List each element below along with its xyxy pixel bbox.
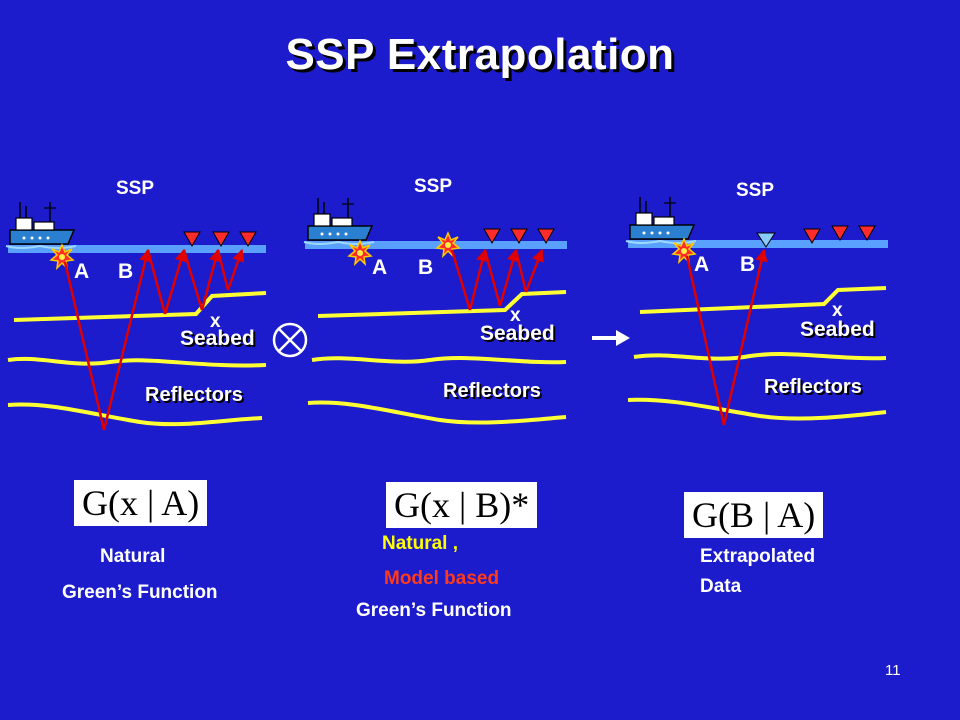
point-a-label: A	[372, 256, 388, 279]
receiver-triangle-icon	[537, 228, 555, 244]
ray	[200, 248, 222, 311]
panel-2-graphics	[303, 197, 567, 425]
seabed-label: Seabed	[800, 318, 875, 341]
reflectors-label: Reflectors	[443, 380, 541, 402]
ray	[722, 248, 768, 426]
reflectors-label: Reflectors	[764, 376, 862, 398]
ssp-label: SSP	[116, 178, 155, 199]
reflector-line	[311, 356, 567, 365]
ship-icon	[5, 201, 77, 249]
panel-1-graphics	[5, 201, 267, 431]
caption-line: Model based	[384, 568, 500, 589]
reflector-line	[7, 402, 263, 427]
receiver-triangle-icon	[483, 228, 501, 244]
ray	[216, 249, 230, 291]
ray	[498, 248, 519, 307]
ray	[163, 248, 187, 315]
seabed-line	[317, 290, 567, 318]
ray	[483, 249, 502, 307]
seabed-line	[639, 286, 887, 314]
ray	[524, 248, 544, 293]
reflector-line	[627, 397, 887, 421]
caption-line: Data	[700, 576, 742, 597]
ray	[182, 249, 204, 311]
page-title: SSP Extrapolation	[285, 30, 675, 79]
sea-surface	[628, 240, 888, 248]
caption-line: Natural	[100, 546, 166, 567]
seabed-label: Seabed	[480, 322, 555, 345]
point-x-label: x	[210, 311, 221, 332]
sea-surface	[305, 241, 567, 249]
point-x-label: x	[832, 300, 843, 321]
receiver-triangle-icon	[212, 231, 230, 247]
caption-line: Green’s Function	[356, 600, 512, 621]
reflector-line	[633, 352, 887, 361]
ray	[226, 248, 245, 291]
ray	[468, 248, 489, 311]
caption-line: Extrapolated	[700, 546, 816, 567]
reflectors-label: Reflectors	[145, 384, 243, 406]
receiver-triangle-icon	[858, 225, 876, 241]
point-b-label: B	[418, 256, 434, 279]
right-arrow-icon	[592, 330, 630, 346]
seabed-line	[13, 291, 267, 322]
extrapolated-formula: G(B | A)	[684, 492, 824, 538]
ray	[146, 249, 167, 315]
ssp-label: SSP	[736, 180, 775, 201]
point-a-label: A	[74, 260, 90, 283]
greens-function-formula: G(x | A)	[74, 480, 208, 526]
receiver-triangle-icon	[831, 225, 849, 241]
seabed-label: Seabed	[180, 327, 255, 350]
page-number: 11	[885, 662, 901, 679]
greens-function-formula: G(x | B)*	[386, 482, 538, 528]
reflector-line	[307, 400, 567, 425]
source-burst-icon	[436, 232, 460, 257]
receiver-triangle-icon	[239, 231, 257, 247]
panel-3-graphics	[625, 196, 888, 426]
ray	[514, 249, 528, 293]
point-b-label: B	[740, 253, 756, 276]
caption-line: Natural ,	[382, 533, 459, 554]
ray	[63, 261, 106, 431]
ship-icon	[625, 196, 697, 244]
ship-icon	[303, 197, 375, 245]
sea-surface	[8, 245, 266, 253]
receiver-triangle-icon	[183, 231, 201, 247]
ray	[685, 255, 726, 426]
reflector-line	[7, 356, 267, 368]
point-a-label: A	[694, 253, 710, 276]
ray	[450, 249, 472, 311]
point-x-label: x	[510, 305, 521, 326]
ray	[102, 248, 152, 431]
caption-line: Green’s Function	[62, 582, 218, 603]
ssp-label: SSP	[414, 176, 453, 197]
point-b-label: B	[118, 260, 134, 283]
virtual-receiver-icon	[756, 232, 776, 248]
receiver-triangle-icon	[510, 228, 528, 244]
convolution-symbol-icon	[272, 322, 308, 358]
